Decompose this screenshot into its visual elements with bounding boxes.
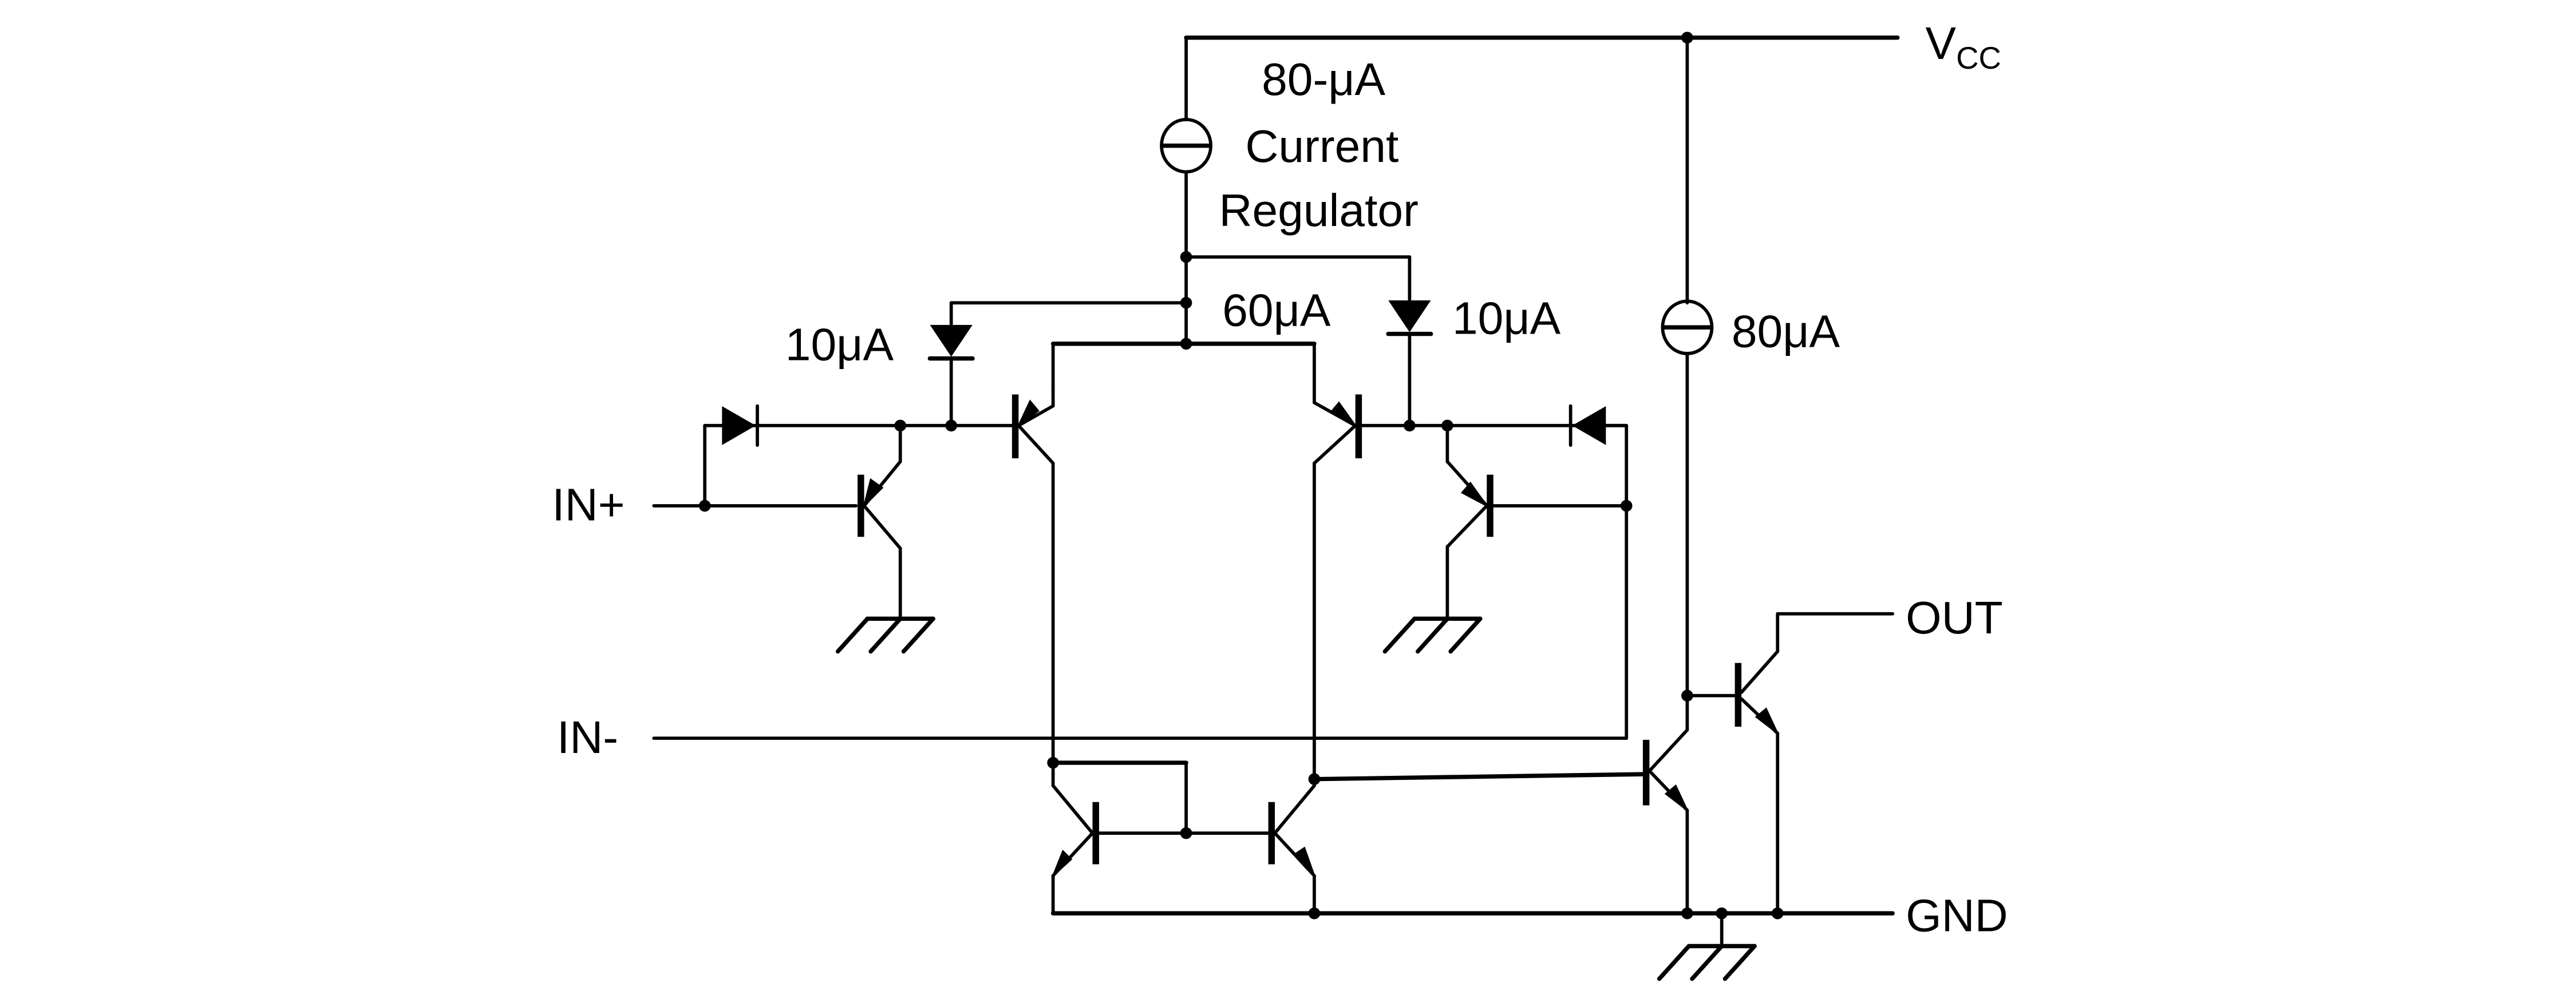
npn-transistor-q7-icon	[1312, 693, 1689, 915]
diode-right-bias-icon	[1386, 300, 1433, 427]
npn-transistor-q8-icon	[1685, 612, 1894, 915]
tail-current-label: 60μA	[1222, 284, 1331, 335]
regulator-label-line1: 80-μA	[1262, 53, 1386, 105]
current-mirror	[1047, 756, 1321, 915]
diode-left-bias-icon	[927, 324, 975, 427]
out-label[interactable]: OUT	[1906, 592, 2003, 643]
pnp-transistor-q3-icon	[1313, 389, 1362, 781]
bias-nodes	[949, 251, 1412, 393]
regulator-label-line2: Current	[1245, 120, 1398, 172]
in-minus-label[interactable]: IN-	[557, 711, 618, 763]
vcc-rail	[1184, 31, 1900, 305]
pnp-transistor-q2-icon	[1012, 389, 1055, 764]
vcc-label: VCC	[1926, 17, 2001, 76]
in-plus-stage	[652, 404, 1017, 654]
output-current-source-icon	[1661, 299, 1714, 702]
in-plus-label[interactable]: IN+	[552, 479, 625, 530]
output-source-label: 80μA	[1732, 306, 1840, 357]
gnd-label[interactable]: GND	[1906, 890, 2008, 941]
gnd-rail	[1050, 907, 1895, 981]
current-regulator-icon	[1160, 117, 1212, 346]
right-bias-label: 10μA	[1452, 292, 1561, 344]
in-minus-stage	[652, 404, 1633, 740]
left-bias-label: 10μA	[785, 318, 894, 370]
regulator-label-line3: Regulator	[1219, 184, 1418, 236]
